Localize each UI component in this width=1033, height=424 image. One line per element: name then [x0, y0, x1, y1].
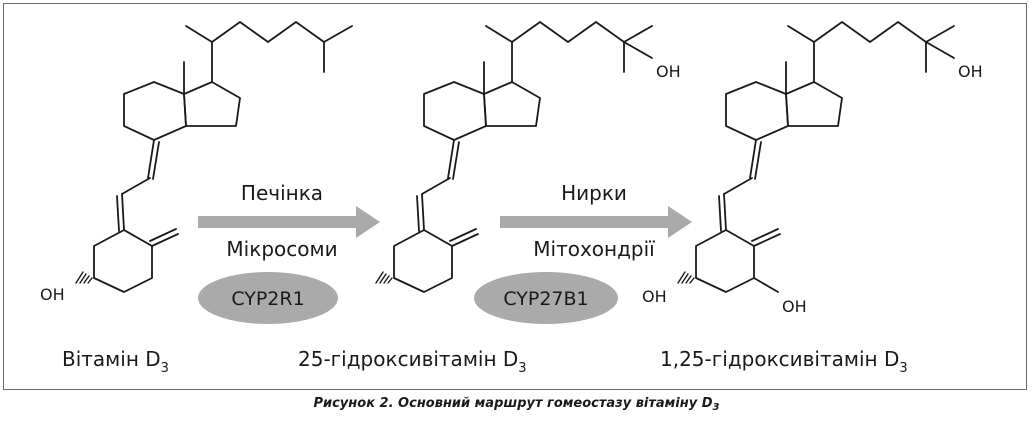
compound-sub-2: 3	[518, 361, 526, 376]
compound-sub-3: 3	[899, 361, 907, 376]
compound-name-vitamin-d3: Вітамін D	[62, 347, 161, 371]
step-location-microsomes: Мікросоми	[226, 237, 337, 261]
step-organ-kidney: Нирки	[561, 181, 627, 205]
compound-name-25-hydroxy: 25-гідроксивітамін D	[298, 347, 518, 371]
step-kidney: Нирки Мітохондрії CYP27B1	[474, 181, 692, 324]
compound-name-125-hydroxy: 1,25-гідроксивітамін D	[660, 347, 899, 371]
svg-text:25-гідроксивітамін D3: 25-гідроксивітамін D3	[298, 347, 527, 376]
svg-text:Вітамін D3: Вітамін D3	[62, 347, 169, 376]
figure-caption: Рисунок 2. Основний маршрут гомеостазу в…	[0, 396, 1033, 413]
oh-label-1: OH	[40, 285, 65, 304]
arrow-kidney	[500, 206, 692, 238]
caption-text: Рисунок 2. Основний маршрут гомеостазу в…	[313, 396, 713, 411]
125-hydroxyvitamin-d3-structure: OH OH OH	[642, 21, 983, 316]
enzyme-ellipse-cyp2r1	[198, 272, 338, 324]
vitamin-d3-structure: OH	[40, 21, 353, 304]
side-chain	[211, 21, 325, 83]
compound-label-2: 25-гідроксивітамін D3	[298, 347, 527, 376]
oh-label-3b: OH	[642, 287, 667, 306]
step-organ-liver: Печінка	[241, 181, 323, 205]
oh-label-25b: OH	[958, 62, 983, 81]
six-membered-ring-cd	[123, 81, 187, 141]
caption-subscript: 3	[712, 402, 720, 413]
enzyme-cyp2r1: CYP2R1	[231, 288, 304, 310]
arrow-liver	[198, 206, 380, 238]
enzyme-ellipse-cyp27b1	[474, 272, 618, 324]
25-hydroxyvitamin-d3-structure: OH	[375, 21, 681, 293]
step-location-mitochondria: Мітохондрії	[533, 237, 655, 261]
compound-label-3: 1,25-гідроксивітамін D3	[660, 347, 908, 376]
oh-label-1b: OH	[782, 297, 807, 316]
oh-label-25: OH	[656, 62, 681, 81]
svg-text:1,25-гідроксивітамін D3: 1,25-гідроксивітамін D3	[660, 347, 908, 376]
a-ring	[93, 229, 153, 293]
step-liver: Печінка Мікросоми CYP2R1	[198, 181, 380, 324]
compound-label-1: Вітамін D3	[62, 347, 169, 376]
five-membered-ring	[183, 81, 241, 127]
compound-sub-1: 3	[161, 361, 169, 376]
hashed-wedge-oh	[75, 271, 93, 284]
figure-frame	[3, 3, 1027, 390]
enzyme-cyp27b1: CYP27B1	[503, 288, 588, 310]
